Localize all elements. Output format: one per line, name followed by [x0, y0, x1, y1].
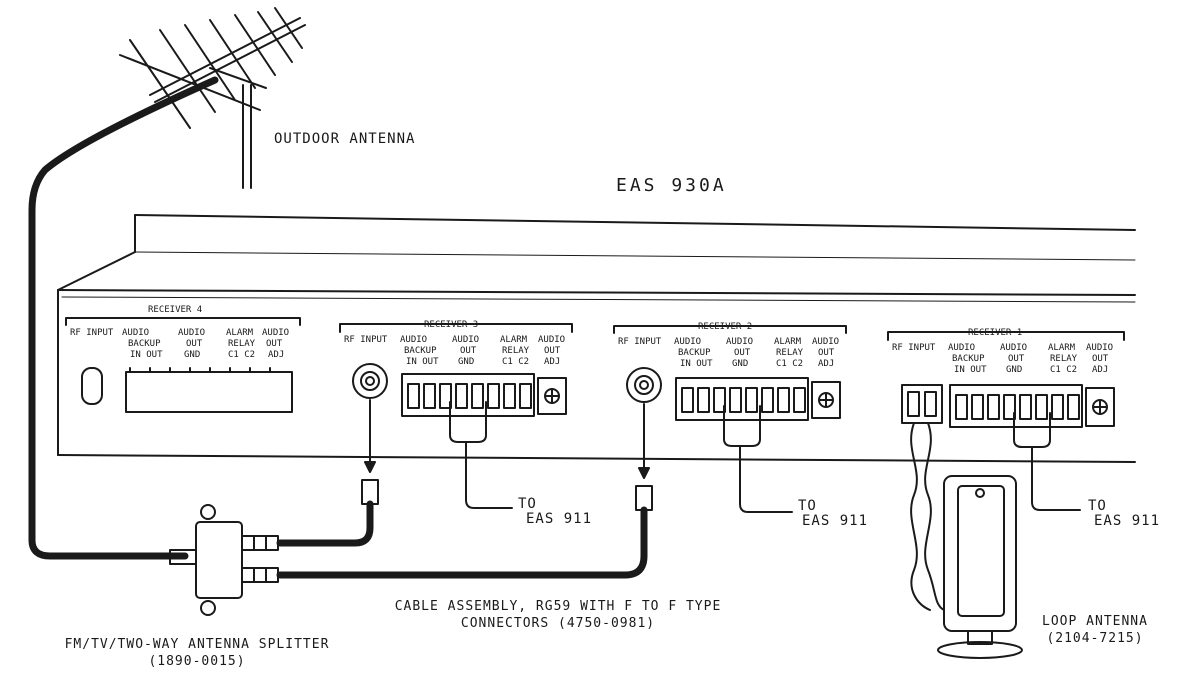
cable-assembly-line2: CONNECTORS (4750-0981)	[460, 616, 656, 631]
receiver-4-panel	[65, 317, 301, 413]
adj-out-label: OUT	[266, 339, 283, 349]
to-label-receiver-2: TO	[798, 498, 817, 514]
loop-antenna	[910, 422, 1023, 659]
in-out-label: IN OUT	[954, 365, 987, 375]
adj-out-label: OUT	[818, 348, 835, 358]
out-label: OUT	[186, 339, 203, 349]
eas-911-label-receiver-1: EAS 911	[1094, 513, 1161, 529]
alarm-relay-label: ALARM	[774, 337, 802, 347]
audio-adj-label: AUDIO	[1086, 343, 1114, 353]
splitter-caption: FM/TV/TWO-WAY ANTENNA SPLITTER (1890-001…	[22, 636, 372, 670]
outdoor-antenna-label: OUTDOOR ANTENNA	[274, 131, 416, 147]
rf-arrows	[364, 399, 650, 479]
cable-assembly-line1: CABLE ASSEMBLY, RG59 WITH F TO F TYPE	[394, 599, 722, 614]
alarm-relay-label: ALARM	[1048, 343, 1076, 353]
in-out-label: IN OUT	[406, 357, 439, 367]
to-label-receiver-1: TO	[1088, 498, 1107, 514]
alarm-relay-label: ALARM	[500, 335, 528, 345]
to-eas-911-leads	[449, 401, 1081, 513]
out-label: OUT	[1008, 354, 1025, 364]
alarm-relay-label: ALARM	[226, 328, 254, 338]
adj-label: ADJ	[818, 359, 835, 369]
audio-out-label: AUDIO	[452, 335, 480, 345]
backup-label: BACKUP	[128, 339, 161, 349]
audio-adj-label: AUDIO	[262, 328, 290, 338]
relay-label: RELAY	[776, 348, 804, 358]
gnd-label: GND	[458, 357, 475, 367]
receiver-name: RECEIVER 1	[968, 328, 1023, 338]
c1-c2-label: C1 C2	[228, 350, 256, 360]
audio-out-label: AUDIO	[726, 337, 754, 347]
backup-label: BACKUP	[404, 346, 437, 356]
coax-cable-receiver-2	[276, 506, 648, 579]
loop-antenna-caption: LOOP ANTENNA (2104-7215)	[1020, 613, 1170, 647]
cable-assembly-caption: CABLE ASSEMBLY, RG59 WITH F TO F TYPE CO…	[358, 598, 758, 632]
receiver-3-panel	[339, 323, 573, 417]
c1-c2-label: C1 C2	[776, 359, 804, 369]
loop-antenna-line2: (2104-7215)	[1046, 631, 1144, 646]
gnd-label: GND	[184, 350, 201, 360]
adj-label: ADJ	[268, 350, 285, 360]
receiver-name: RECEIVER 2	[698, 322, 753, 332]
receiver-name: RECEIVER 4	[148, 305, 203, 315]
coax-cable-receiver-3	[276, 500, 374, 547]
receiver-1-panel	[887, 331, 1125, 428]
adj-out-label: OUT	[544, 346, 561, 356]
audio-backup-label: AUDIO	[122, 328, 150, 338]
antenna-lead-cable	[28, 76, 219, 560]
rf-input-label: RF INPUT	[344, 335, 388, 345]
out-label: OUT	[734, 348, 751, 358]
out-label: OUT	[460, 346, 477, 356]
diagram-title: EAS 930A	[616, 175, 727, 196]
c1-c2-label: C1 C2	[1050, 365, 1078, 375]
audio-adj-label: AUDIO	[538, 335, 566, 345]
audio-adj-label: AUDIO	[812, 337, 840, 347]
antenna-splitter	[169, 504, 279, 616]
relay-label: RELAY	[228, 339, 256, 349]
receiver-name: RECEIVER 3	[424, 320, 479, 330]
eas-930a-chassis	[57, 214, 1136, 463]
audio-backup-label: AUDIO	[948, 343, 976, 353]
loop-antenna-line1: LOOP ANTENNA	[1042, 614, 1148, 629]
eas-911-label-receiver-3: EAS 911	[526, 511, 593, 527]
adj-label: ADJ	[544, 357, 561, 367]
outdoor-antenna	[119, 7, 306, 189]
in-out-label: IN OUT	[130, 350, 163, 360]
f-connector-receiver-2	[635, 485, 653, 511]
rf-input-label: RF INPUT	[892, 343, 936, 353]
rf-input-label: RF INPUT	[618, 337, 662, 347]
audio-out-label: AUDIO	[178, 328, 206, 338]
audio-backup-label: AUDIO	[400, 335, 428, 345]
adj-out-label: OUT	[1092, 354, 1109, 364]
relay-label: RELAY	[502, 346, 530, 356]
c1-c2-label: C1 C2	[502, 357, 530, 367]
adj-label: ADJ	[1092, 365, 1109, 375]
relay-label: RELAY	[1050, 354, 1078, 364]
gnd-label: GND	[1006, 365, 1023, 375]
splitter-line1: FM/TV/TWO-WAY ANTENNA SPLITTER	[64, 637, 330, 652]
to-label-receiver-3: TO	[518, 496, 537, 512]
eas-911-label-receiver-2: EAS 911	[802, 513, 869, 529]
backup-label: BACKUP	[678, 348, 711, 358]
audio-out-label: AUDIO	[1000, 343, 1028, 353]
in-out-label: IN OUT	[680, 359, 713, 369]
rf-input-label: RF INPUT	[70, 328, 114, 338]
gnd-label: GND	[732, 359, 749, 369]
splitter-line2: (1890-0015)	[148, 654, 246, 669]
backup-label: BACKUP	[952, 354, 985, 364]
receiver-2-panel	[613, 325, 847, 421]
audio-backup-label: AUDIO	[674, 337, 702, 347]
f-connector-receiver-3	[361, 479, 379, 505]
